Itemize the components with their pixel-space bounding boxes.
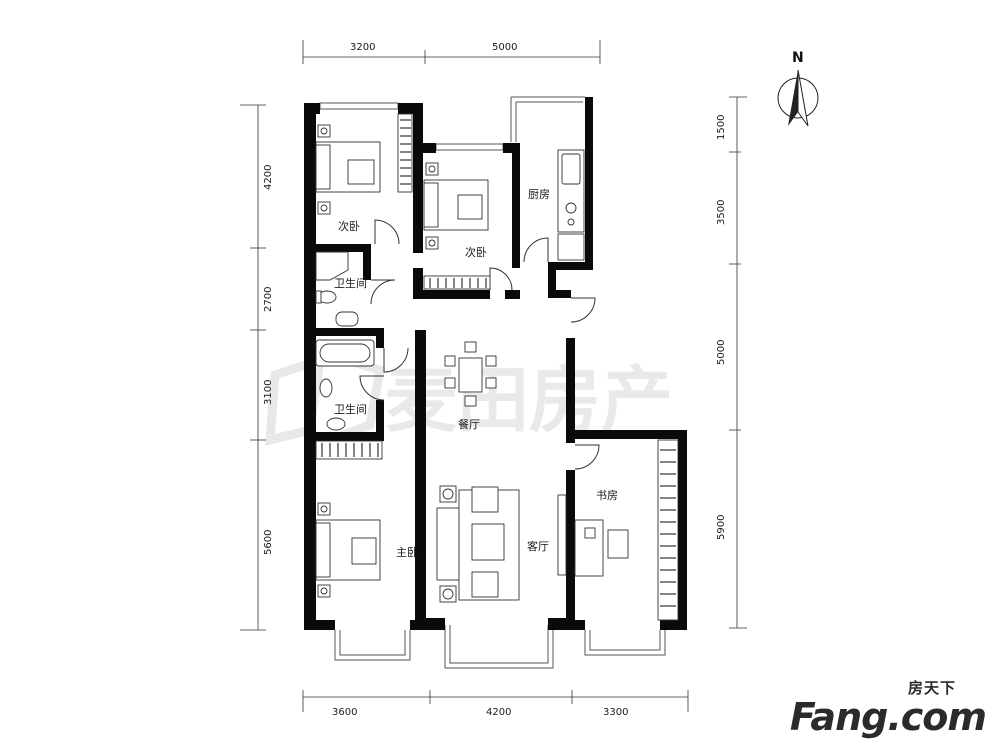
room-label-second-bedroom-left: 次卧 — [338, 219, 360, 233]
dim-left-4: 5600 — [263, 530, 274, 555]
dim-right-4: 5900 — [716, 515, 727, 540]
furniture — [315, 113, 679, 621]
dim-bottom-2: 4200 — [486, 707, 511, 718]
shower-icon — [315, 251, 349, 281]
dim-left-1: 4200 — [263, 165, 274, 190]
dining-table-icon — [444, 341, 497, 407]
stove-icon — [565, 202, 577, 214]
fang-logo: 房天下 Fang.com — [789, 677, 987, 739]
logo-small-text: 房天下 — [907, 679, 956, 697]
room-label-living: 客厅 — [527, 539, 549, 553]
dim-bottom-3: 3300 — [603, 707, 628, 718]
room-label-kitchen: 厨房 — [528, 188, 550, 201]
door-bedroom-left — [374, 219, 400, 245]
room-labels: 次卧 次卧 厨房 卫生间 卫生间 餐厅 客厅 书房 主卧 — [334, 188, 618, 559]
dim-top-2: 5000 — [492, 42, 517, 53]
logo-big-text: Fang.com — [789, 695, 987, 739]
door-bath-lower-2 — [359, 375, 385, 401]
room-label-dining: 餐厅 — [458, 417, 480, 431]
tv-cabinet-icon — [557, 494, 567, 576]
dim-left-2: 2700 — [263, 287, 274, 312]
dim-bottom-1: 3600 — [332, 707, 357, 718]
compass: N — [777, 50, 819, 127]
door-kitchen — [523, 237, 549, 263]
room-label-bathroom-lower: 卫生间 — [334, 402, 367, 416]
door-study — [574, 444, 600, 470]
desk-icon — [574, 519, 629, 577]
room-label-bathroom-upper: 卫生间 — [334, 276, 367, 290]
bed-icon — [315, 124, 381, 215]
door-bedroom-mid — [489, 267, 513, 291]
room-label-second-bedroom-mid: 次卧 — [465, 245, 487, 259]
door-bath-lower — [383, 347, 409, 373]
watermark-logo-icon — [265, 350, 386, 446]
room-label-master-bedroom: 主卧 — [396, 546, 418, 559]
dim-right-2: 3500 — [716, 200, 727, 225]
dim-right-3: 5000 — [716, 340, 727, 365]
dimension-labels: 3200 5000 3600 4200 3300 4200 2700 3100 … — [263, 42, 727, 718]
doors — [359, 219, 600, 470]
walls — [304, 97, 687, 630]
toilet-icon — [319, 378, 333, 398]
bookshelf-icon — [657, 439, 679, 621]
basin-icon — [335, 311, 359, 327]
bed-icon — [315, 502, 381, 598]
wardrobe-icon — [423, 275, 491, 290]
toilet-icon — [326, 417, 346, 431]
watermark-text: 麦田房产 — [385, 358, 673, 442]
compass-arrow-icon — [788, 70, 798, 126]
compass-label: N — [792, 50, 804, 66]
bed-icon — [423, 162, 489, 250]
wardrobe-icon — [315, 440, 383, 460]
dim-top-1: 3200 — [350, 42, 375, 53]
door-bath-upper — [370, 279, 396, 305]
door-entry — [570, 297, 596, 323]
dim-right-1: 1500 — [716, 115, 727, 140]
room-label-study: 书房 — [596, 489, 618, 502]
wardrobe-hatching — [321, 119, 676, 607]
dim-left-3: 3100 — [263, 380, 274, 405]
sofa-icon — [436, 485, 520, 603]
wardrobe-icon — [397, 113, 413, 193]
sink-icon — [561, 153, 581, 185]
dimension-lines — [240, 40, 747, 712]
